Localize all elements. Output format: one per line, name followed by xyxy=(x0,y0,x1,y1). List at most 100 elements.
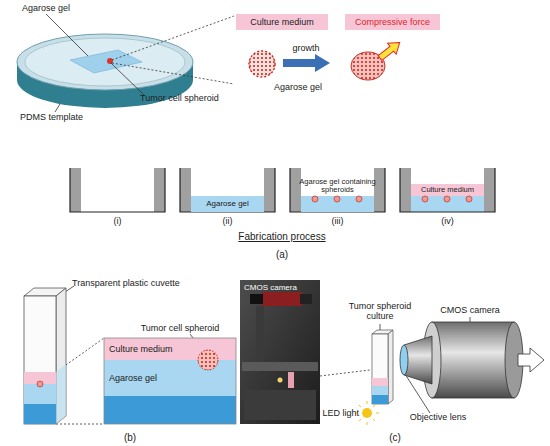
petri-dish xyxy=(17,62,193,80)
pdms-wall xyxy=(400,168,411,212)
spheroid xyxy=(422,196,428,202)
setup-photo xyxy=(300,294,312,304)
leader-line xyxy=(380,324,381,331)
panel-label: (b) xyxy=(124,432,136,444)
node-text: Culture medium xyxy=(109,344,173,354)
pdms-wall xyxy=(70,168,81,212)
well-outline xyxy=(290,168,385,212)
node-text: Agarose gel xyxy=(206,199,249,208)
zoom-line xyxy=(56,16,370,424)
culture-medium-band: Culture medium xyxy=(104,338,236,360)
part-label: LED light xyxy=(322,408,359,418)
culture-medium-band: Culture medium xyxy=(411,184,484,196)
step-number: (iv) xyxy=(441,216,454,226)
spheroid xyxy=(198,350,218,370)
setup-photo xyxy=(256,306,264,362)
part-label: Tumor cell spheroid xyxy=(140,93,219,103)
pdms-wall xyxy=(154,168,165,212)
spheroid xyxy=(107,58,113,64)
objective-lens xyxy=(400,336,432,384)
section-heading: Fabrication process xyxy=(238,231,325,243)
setup-photo xyxy=(250,294,263,304)
pdms-wall xyxy=(180,168,191,212)
cuvette xyxy=(372,378,388,386)
led-light xyxy=(359,405,361,407)
zoom-line xyxy=(56,338,104,372)
led-light xyxy=(376,413,379,414)
culture-medium-band: Compressive force xyxy=(345,14,440,30)
zoom-line xyxy=(56,424,104,425)
arrow-label: growth xyxy=(292,43,319,53)
cmos-camera xyxy=(423,322,523,398)
node-text: Compressive force xyxy=(355,17,430,27)
well-outline xyxy=(400,168,495,212)
part-label: Objective lens xyxy=(410,412,467,422)
compressed-spheroid xyxy=(351,52,385,80)
cuvette xyxy=(372,386,388,395)
pdms-wall xyxy=(264,168,275,212)
cmos-camera xyxy=(423,322,441,398)
led-light xyxy=(373,405,375,407)
cmos-camera xyxy=(505,322,523,398)
pdms-wall xyxy=(70,168,495,212)
cuvette xyxy=(24,372,56,384)
step-number: (i) xyxy=(114,216,122,226)
spheroid xyxy=(312,196,318,202)
setup-photo xyxy=(242,362,318,371)
panel-label: (a) xyxy=(276,249,288,261)
setup-photo xyxy=(244,390,316,420)
cuvette xyxy=(56,288,66,424)
spheroid xyxy=(249,51,275,77)
cuvette xyxy=(372,334,388,404)
cuvette xyxy=(372,395,388,404)
cmos-camera xyxy=(432,322,514,398)
part-label: PDMS template xyxy=(20,112,83,122)
node-text: Culture medium xyxy=(250,17,314,27)
agarose-gel-layer: Agarose gel xyxy=(104,360,236,396)
leader-line xyxy=(46,14,88,56)
pdms-wall xyxy=(484,168,495,212)
compressed-spheroid xyxy=(351,52,385,80)
led-light xyxy=(367,422,368,425)
node-text: Culture medium xyxy=(421,186,474,195)
led-light xyxy=(373,419,375,421)
cuvette xyxy=(24,288,66,296)
spheroid xyxy=(249,51,275,77)
agarose-gel-layer xyxy=(104,396,236,424)
cuvette xyxy=(56,364,66,424)
cuvette xyxy=(24,404,56,424)
setup-photo xyxy=(240,280,320,424)
cuvette xyxy=(24,296,56,424)
spheroid xyxy=(37,196,472,387)
zoom-line xyxy=(112,63,234,84)
petri-dish xyxy=(17,34,193,90)
leader-line xyxy=(470,317,471,322)
part-label: Tumor cell spheroid xyxy=(141,323,220,333)
pdms-wall xyxy=(290,168,301,212)
part-label: CMOS camera xyxy=(440,305,500,315)
spheroid xyxy=(334,196,340,202)
part-label: Tumor spheroid culture xyxy=(344,301,416,322)
cuvette xyxy=(24,288,66,424)
agarose-gel-layer: Agarose gel xyxy=(191,196,264,212)
part-label: Agarose gel xyxy=(274,82,322,92)
petri-dish xyxy=(25,38,185,86)
led-light xyxy=(359,419,361,421)
agarose-gel-layer xyxy=(411,196,484,212)
spheroid xyxy=(249,51,275,77)
spheroid xyxy=(444,196,450,202)
force-arrow xyxy=(376,37,404,63)
part-label: Transparent plastic cuvette xyxy=(72,278,180,288)
culture-medium-band: Culture medium xyxy=(236,14,328,30)
setup-photo xyxy=(262,292,302,306)
leader-line xyxy=(111,63,145,96)
led-light xyxy=(367,401,368,404)
zoom-line xyxy=(320,370,370,376)
compressed-spheroid xyxy=(351,52,385,80)
cuvette xyxy=(388,330,393,404)
growth-arrow xyxy=(283,54,330,72)
agarose-gel-layer: Agarose gel containing spheroids xyxy=(301,196,374,212)
zoom-frame xyxy=(104,338,236,424)
